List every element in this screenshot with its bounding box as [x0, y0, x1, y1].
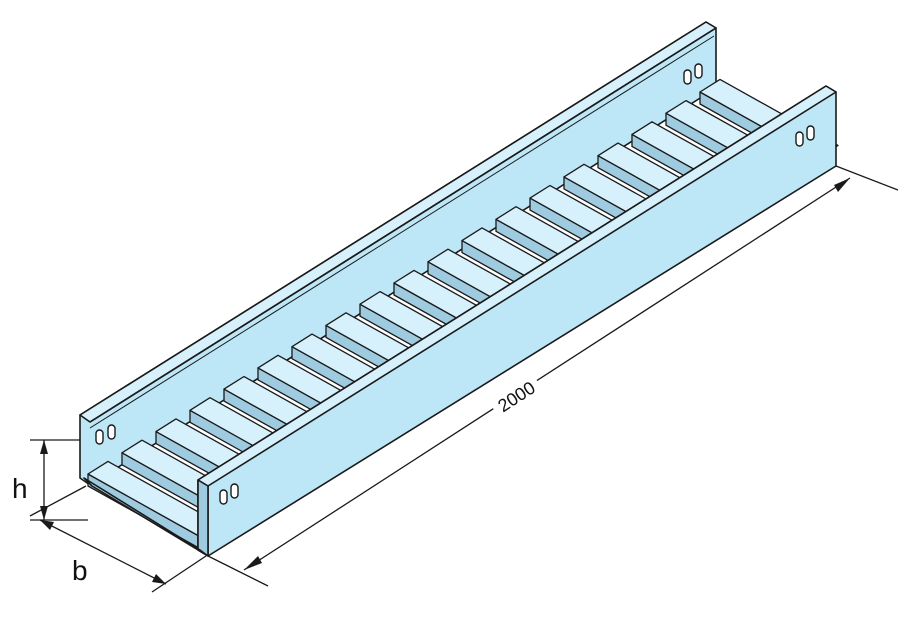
- width-arrow-left: [40, 520, 54, 530]
- slot-hole: [683, 69, 692, 85]
- length-arrow-far: [834, 178, 850, 192]
- length-dimension-line: [243, 177, 851, 571]
- slot-hole: [806, 125, 815, 141]
- slot-hole: [107, 424, 116, 440]
- slot-holes: [95, 63, 815, 505]
- width-arrow-right: [152, 574, 166, 584]
- width-extension-left: [29, 485, 87, 517]
- width-dimension-line: [39, 519, 167, 585]
- slot-hole: [795, 131, 804, 147]
- slot-hole: [230, 483, 239, 499]
- width-extension-right: [151, 555, 207, 593]
- height-arrow-top: [40, 440, 48, 454]
- width-dimension: [29, 485, 207, 593]
- length-arrow-near: [244, 556, 262, 570]
- width-label: b: [72, 555, 88, 586]
- slot-hole: [95, 429, 104, 445]
- length-extension-near: [207, 555, 269, 587]
- length-extension-far: [835, 165, 899, 191]
- height-label: h: [12, 473, 28, 504]
- height-dimension: [30, 439, 88, 521]
- slot-hole: [694, 63, 703, 79]
- slot-hole: [219, 489, 228, 505]
- length-dimension: [207, 165, 899, 587]
